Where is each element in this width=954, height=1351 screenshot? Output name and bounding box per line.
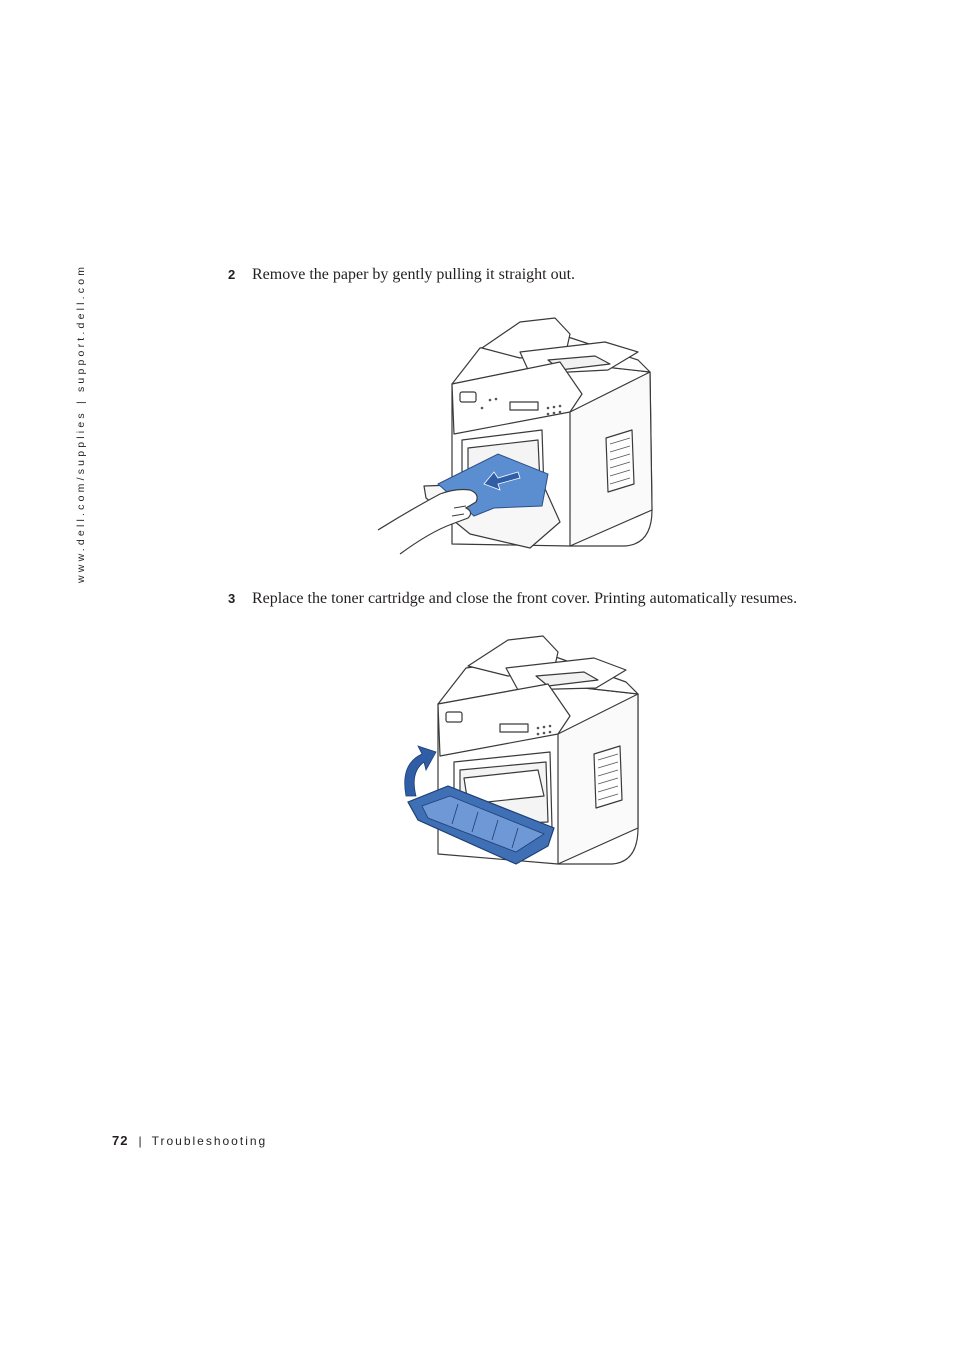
- page-number: 72: [112, 1133, 129, 1148]
- page-footer: 72 | Troubleshooting: [112, 1133, 267, 1148]
- printer-close-cover-illustration: [404, 635, 639, 865]
- step-3-text: Replace the toner cartridge and close th…: [252, 590, 798, 607]
- step-3-number: 3: [228, 591, 236, 606]
- step-2-text: Remove the paper by gently pulling it st…: [252, 266, 576, 283]
- step-3: 3 Replace the toner cartridge and close t…: [228, 590, 797, 608]
- sidebar-url: www.dell.com/supplies | support.dell.com: [75, 263, 87, 583]
- step-2: 2 Remove the paper by gently pulling it s…: [228, 266, 575, 284]
- printer-paper-jam-illustration: [377, 317, 653, 555]
- footer-separator: |: [138, 1134, 142, 1148]
- section-title: Troubleshooting: [151, 1134, 268, 1148]
- step-2-number: 2: [228, 267, 236, 282]
